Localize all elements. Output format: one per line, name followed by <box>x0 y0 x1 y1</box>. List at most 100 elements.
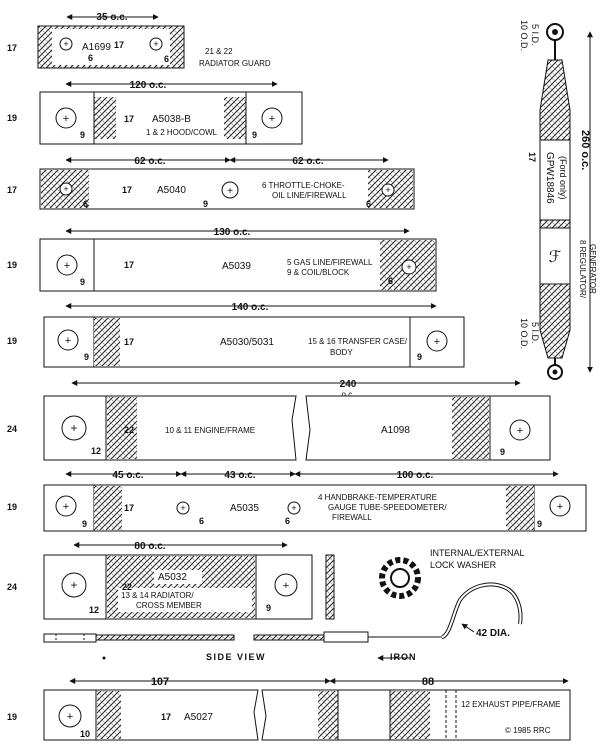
lock-washer-hole <box>390 568 410 588</box>
svg-text:ℱ: ℱ <box>549 249 562 266</box>
bolt-hole <box>426 330 448 352</box>
hole-size: 6 <box>199 516 204 526</box>
label-band <box>539 139 571 221</box>
braid-section <box>224 97 246 139</box>
application-label: 12 EXHAUST PIPE/FRAME <box>461 700 560 709</box>
width-label: 24 <box>7 424 17 434</box>
strap-a5027: 107 88 + 19 17 A5027 12 EXHAUST PIPE/FRA… <box>7 676 571 741</box>
braid-section <box>94 318 120 366</box>
eye-size: 10 O.D. <box>519 20 529 51</box>
dimension-label: 62 o.c. <box>292 156 323 167</box>
part-note: (Ford only) <box>558 156 568 200</box>
bolt-hole <box>176 501 190 515</box>
hole-size: 10 <box>80 729 90 739</box>
svg-text:+: + <box>63 501 69 513</box>
dimension-label: o.c. <box>342 390 355 399</box>
bolt-hole <box>59 182 73 196</box>
hole-size: 9 <box>500 447 505 457</box>
bolt-hole <box>261 107 283 129</box>
side-view-plate <box>43 633 97 643</box>
svg-text:+: + <box>406 262 411 272</box>
bolt-hole <box>56 254 78 276</box>
braid-section <box>97 691 121 739</box>
iron-label: IRON <box>390 652 417 662</box>
hole-size: 9 <box>203 199 208 209</box>
part-number: A5027 <box>184 712 213 723</box>
width-label: 17 <box>114 40 124 50</box>
svg-text:+: + <box>291 503 296 513</box>
svg-text:+: + <box>517 425 523 437</box>
bolt-hole <box>287 501 301 515</box>
svg-text:+: + <box>227 186 233 197</box>
hole-size: 12 <box>91 446 101 456</box>
svg-text:+: + <box>385 185 390 195</box>
strap-a1098: 240 o.c. + + 24 22 10 & 11 ENGINE/FRAME … <box>7 379 551 461</box>
width-label: 19 <box>7 260 17 270</box>
application-label: OIL LINE/FIREWALL <box>272 191 347 200</box>
svg-text:+: + <box>67 711 73 723</box>
braid-section <box>94 97 116 139</box>
label-patch <box>118 588 252 612</box>
dimension-label: 62 o.c. <box>134 156 165 167</box>
svg-text:+: + <box>70 421 77 435</box>
bolt-hole <box>274 573 298 597</box>
braid-section <box>452 397 489 459</box>
eye-size: 10 O.D. <box>519 318 529 349</box>
braid-section <box>390 691 430 739</box>
application-label: BODY <box>330 348 353 357</box>
hole-size: 9 <box>252 130 257 140</box>
bolt-hole <box>55 495 77 517</box>
width-label: 22 <box>122 582 132 592</box>
application-label: 6 THROTTLE-CHOKE- <box>262 181 345 190</box>
bolt-hole <box>58 704 82 728</box>
bolt-hole <box>549 495 571 517</box>
strap-a5035: 45 o.c. 43 o.c. 100 o.c. + + + + 19 17 A… <box>7 470 587 532</box>
bolt-hole <box>381 183 395 197</box>
part-number: A5040 <box>157 185 186 196</box>
application-label: 1 & 2 HOOD/COWL <box>146 128 218 137</box>
application-label: 15 & 16 TRANSFER CASE/ <box>308 337 408 346</box>
side-view-plate <box>323 631 369 643</box>
side-view-label: SIDE VIEW <box>206 652 266 662</box>
application-label: 8 REGULATOR/ <box>578 240 587 299</box>
width-label: 17 <box>124 503 134 513</box>
hole-size: 6 <box>88 53 93 63</box>
part-number: A5032 <box>158 572 187 583</box>
strap-a5032: 80 o.c. + + 24 22 A5032 13 & 14 RADIATOR… <box>7 541 313 620</box>
application-label: 9 & COIL/BLOCK <box>287 268 350 277</box>
bolt-hole <box>61 572 87 598</box>
washer-label: INTERNAL/EXTERNAL <box>430 548 525 558</box>
dimension-label: 120 o.c. <box>130 80 167 91</box>
dimension-label: 100 o.c. <box>397 470 434 481</box>
side-view-braid <box>253 634 325 641</box>
width-label: 17 <box>124 337 134 347</box>
application-label: 4 HANDBRAKE-TEMPERATURE <box>318 493 437 502</box>
width-label: 19 <box>7 502 17 512</box>
copyright: © 1985 RRC <box>505 726 551 735</box>
hole-size: 6 <box>366 199 371 209</box>
hole-size: 9 <box>266 603 271 613</box>
hole-size: 6 <box>388 276 393 286</box>
iron-diameter: 42 DIA. <box>476 628 510 639</box>
strap-body <box>39 91 303 145</box>
terminal-plate <box>337 689 391 741</box>
eye-size: 5 I.D. <box>530 24 540 46</box>
application-label: 10 & 11 ENGINE/FRAME <box>165 426 255 435</box>
lock-washer: INTERNAL/EXTERNAL LOCK WASHER <box>379 548 525 599</box>
part-number: A1098 <box>381 425 410 436</box>
label-patch <box>154 570 202 584</box>
bolt-hole <box>221 181 239 199</box>
bolt-hole <box>401 259 417 275</box>
hole-size: 9 <box>84 352 89 362</box>
part-number: A1699 <box>82 42 111 53</box>
width-label: 17 <box>161 712 171 722</box>
svg-text:+: + <box>64 260 70 272</box>
hole-size: 9 <box>537 519 542 529</box>
part-number: A5030/5031 <box>220 337 274 348</box>
width-label: 19 <box>7 113 17 123</box>
dimension-label: 130 o.c. <box>214 227 251 238</box>
dimension-label: 107 <box>151 676 169 688</box>
width-label: 17 <box>527 152 537 162</box>
width-label: 17 <box>122 185 132 195</box>
